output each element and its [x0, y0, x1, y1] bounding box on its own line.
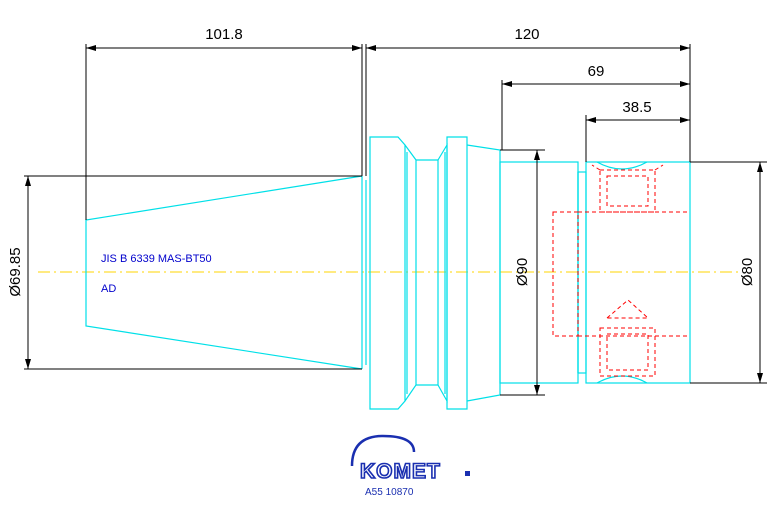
dimension-label-120: 120: [514, 26, 539, 43]
logo-square: [465, 471, 470, 476]
dimension-38-5: 38.5: [585, 99, 690, 162]
dimension-101-8: 101.8: [85, 26, 363, 220]
dimension-label-38-5: 38.5: [622, 99, 651, 116]
dimension-dia-90: Ø90: [500, 149, 545, 396]
brand-name: KOMET: [360, 460, 441, 483]
part-number: A55 10870: [365, 487, 414, 498]
dimension-label-69: 69: [588, 63, 605, 80]
logo-arc: [350, 434, 416, 467]
dimension-label-dia-80: Ø80: [739, 258, 756, 286]
komet-logo: KOMET A55 10870: [350, 434, 470, 498]
dimension-120: 120: [365, 26, 691, 176]
dimension-label-dia-69-85: Ø69.85: [7, 247, 24, 296]
hidden-features: [552, 164, 690, 377]
dimension-69: 69: [501, 63, 690, 150]
dimension-label-101-8: 101.8: [205, 26, 243, 43]
dimension-label-dia-90: Ø90: [514, 258, 531, 286]
taper-shank: [85, 175, 367, 370]
flange: [369, 136, 468, 410]
dimension-dia-69-85: Ø69.85: [7, 175, 362, 370]
variant-note: AD: [101, 283, 116, 295]
dimension-dia-80: Ø80: [690, 161, 767, 384]
standard-note: JIS B 6339 MAS-BT50: [101, 253, 212, 265]
